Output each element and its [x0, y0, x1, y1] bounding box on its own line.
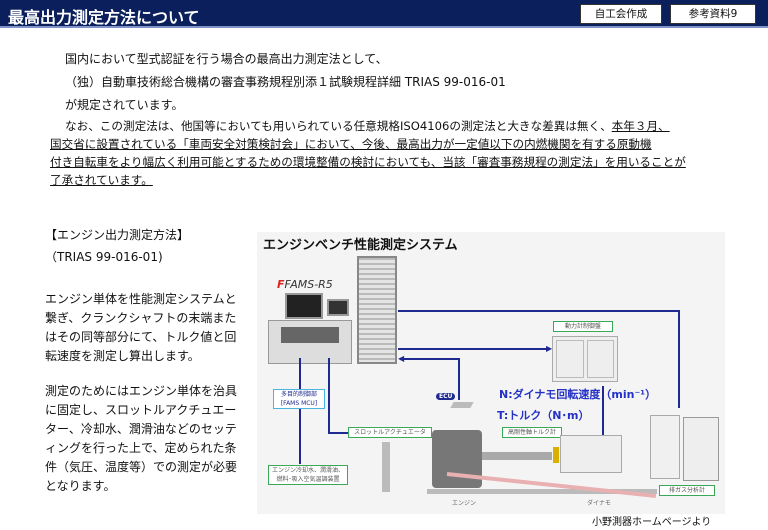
- intro-line: 国内において型式認証を行う場合の最高出力測定法として、: [65, 52, 388, 66]
- dynamo-label: ダイナモ: [587, 500, 611, 507]
- engine-bench-diagram: エンジンベンチ性能測定システム FFAMS-R5 ▶ ◀ 動力計制御盤 多目的制…: [257, 232, 725, 514]
- signal-line: [458, 358, 460, 400]
- method-paragraph-1: エンジン単体を性能測定システムと繋ぎ、クランクシャフトの末端またはその同等部分に…: [45, 292, 237, 363]
- torque-meter-label: 高剛性軸トルク計: [502, 427, 562, 438]
- monitor-icon: [285, 293, 323, 319]
- dynamo-icon: [560, 435, 622, 473]
- monitor-icon: [327, 299, 349, 316]
- intro-line: なお、この測定法は、他国等においても用いられている任意規格ISO4106の測定法…: [65, 118, 670, 134]
- diagram-title: エンジンベンチ性能測定システム: [263, 238, 458, 253]
- actuator-stand-icon: [382, 442, 390, 492]
- control-panel-icon: [552, 336, 618, 382]
- fams-logo: FFAMS-R5: [277, 278, 333, 291]
- method-paragraph-2: 測定のためにはエンジン単体を治具に固定し、スロットルアクチュエーター、冷却水、潤…: [45, 384, 238, 493]
- signal-line: [403, 358, 459, 360]
- intro-underlined: 了承されています。: [50, 173, 153, 187]
- intro-underlined: 国交省に設置されている「車両安全対策検討会」において、今後、最高出力が一定値以下…: [50, 137, 652, 151]
- mcu-label: 多目的制御部[FAMS MCU]: [273, 389, 325, 409]
- page-title: 最高出力測定方法について: [8, 8, 200, 27]
- intro-underlined: 付き自転車をより幅広く利用可能とするための環境整備の検討においても、当該「審査事…: [50, 155, 686, 169]
- intro-underlined: 本年３月、: [611, 119, 670, 133]
- ecu-icon: [450, 402, 474, 408]
- exhaust-analyzer-label: 排ガス分析計: [659, 485, 715, 496]
- engine-icon: [432, 430, 482, 488]
- bench-base-icon: [427, 489, 657, 494]
- signal-line: [328, 358, 330, 434]
- reference-badge: 参考資料9: [670, 4, 756, 24]
- signal-line: [602, 386, 604, 436]
- desk-icon: [268, 320, 352, 364]
- server-rack-icon: [357, 256, 397, 364]
- method-subheading: （TRIAS 99-016-01): [45, 250, 163, 264]
- author-badge: 自工会作成: [580, 4, 662, 24]
- signal-line: [299, 358, 301, 464]
- signal-line: [328, 432, 348, 434]
- intro-text: なお、この測定法は、他国等においても用いられている任意規格ISO4106の測定法…: [65, 119, 612, 133]
- torque-label: T:トルク（N･m）: [497, 409, 590, 422]
- signal-line: [398, 348, 548, 350]
- speed-label: N:ダイナモ回転速度（min⁻¹）: [499, 388, 657, 401]
- source-note: 小野測器ホームページより: [592, 517, 712, 528]
- analyzer-icon: [650, 415, 680, 479]
- throttle-actuator-label: スロットルアクチュエータ: [348, 427, 432, 438]
- engine-label: エンジン: [452, 500, 477, 507]
- method-heading: 【エンジン出力測定方法】: [45, 228, 190, 242]
- intro-line: （独）自動車技術総合機構の審査事務規程別添１試験規程詳細 TRIAS 99-01…: [65, 75, 506, 89]
- dyno-panel-label: 動力計制御盤: [553, 321, 613, 332]
- signal-line: [678, 310, 680, 408]
- header-bar: 最高出力測定方法について 自工会作成 参考資料9: [0, 0, 768, 28]
- arrow-left-icon: ◀: [398, 354, 405, 363]
- shaft-icon: [482, 452, 552, 460]
- ecu-label: ECU: [436, 393, 456, 400]
- torque-meter-icon: [553, 447, 559, 463]
- intro-line: が規定されています。: [65, 98, 184, 112]
- signal-line: [398, 310, 679, 312]
- arrow-right-icon: ▶: [546, 344, 553, 353]
- conditioning-label: エンジン冷却水、潤滑油、燃料･吸入空気温調装置: [268, 465, 348, 485]
- analyzer-rack-icon: [683, 417, 719, 481]
